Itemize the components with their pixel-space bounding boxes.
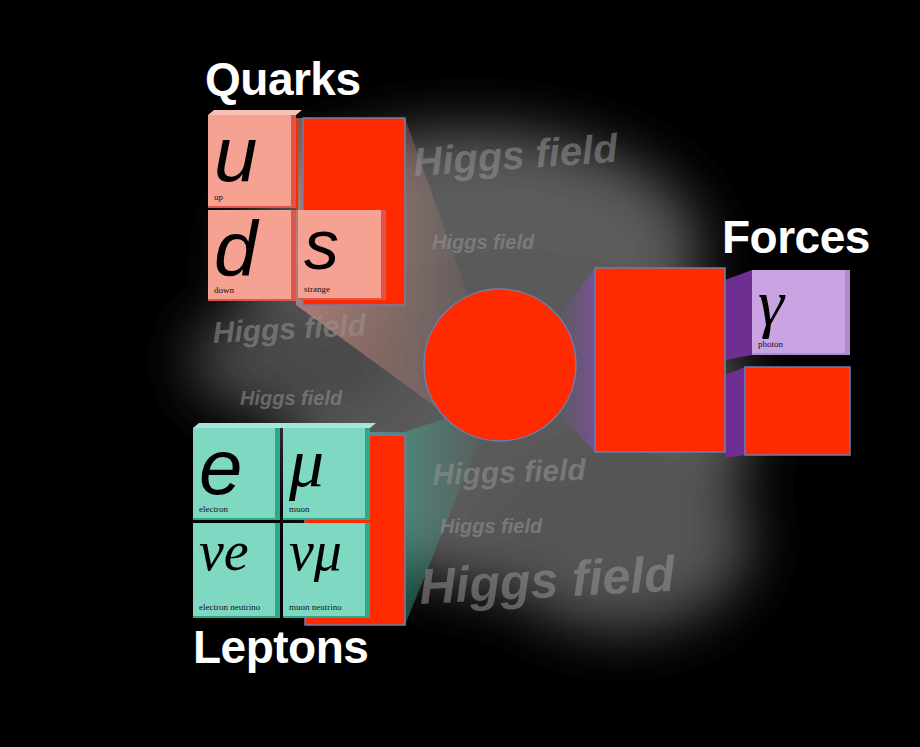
particle-tile: u up <box>208 115 296 208</box>
particle-tile: μ muon <box>283 428 370 520</box>
particle-tile: s strange <box>298 210 386 300</box>
particle-name: down <box>214 286 287 296</box>
particle-name: up <box>214 193 287 203</box>
particle-tile: νμ muon neutrino <box>283 523 370 618</box>
particle-name: electron neutrino <box>199 603 271 613</box>
tile-side <box>725 367 745 458</box>
redaction-box <box>595 268 725 452</box>
redaction-box <box>745 367 850 455</box>
group-heading: Quarks <box>205 56 361 102</box>
watermark: Higgs field <box>412 128 619 182</box>
watermark: Higgs field <box>240 388 342 408</box>
redaction-circle <box>424 289 576 441</box>
particle-symbol: u <box>214 117 287 191</box>
particle-symbol: νμ <box>289 525 361 578</box>
particle-symbol: e <box>199 430 271 504</box>
group-heading: Leptons <box>193 624 368 670</box>
group-heading: Forces <box>722 214 870 260</box>
watermark: Higgs field <box>418 549 676 612</box>
watermark: Higgs field <box>440 516 542 536</box>
watermark: Higgs field <box>432 232 534 252</box>
particle-name: photon <box>758 340 841 350</box>
redaction-box <box>296 122 298 210</box>
particle-symbol: γ <box>758 272 841 335</box>
particle-name: electron <box>199 505 271 515</box>
watermark: Higgs field <box>432 455 586 490</box>
particle-symbol: μ <box>289 430 361 497</box>
watermark: Higgs field <box>212 310 367 348</box>
particle-name: strange <box>304 285 377 295</box>
particle-symbol: s <box>304 212 377 279</box>
particle-symbol: νe <box>199 525 271 578</box>
particle-tile: eelectron <box>193 428 280 520</box>
particle-tile: ddown <box>208 210 296 301</box>
particle-name: muon neutrino <box>289 603 361 613</box>
tile-side <box>725 270 752 360</box>
particle-tile: νe electron neutrino <box>193 523 280 618</box>
particle-symbol: d <box>214 212 287 286</box>
particle-tile: γ photon <box>752 270 850 355</box>
particle-name: muon <box>289 505 361 515</box>
